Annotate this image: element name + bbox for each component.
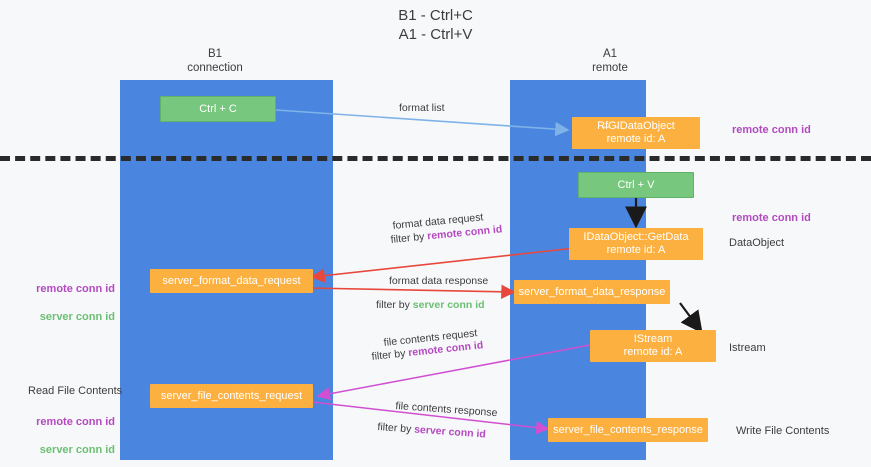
node-istream[interactable]: IStream remote id: A	[590, 330, 716, 362]
node-getdata-line1: IDataObject::GetData	[583, 231, 689, 243]
annotation-remote-conn-id-2: remote conn id	[36, 416, 115, 428]
node-ole-get-clipboard[interactable]: R̵f̵G̵IDataObject remote id: A	[572, 117, 700, 149]
annotation-remote-conn-id-mid: remote conn id	[732, 212, 811, 224]
filter-key-server-conn-id: server conn id	[413, 423, 487, 441]
annotation-conn-id-pair-bottom: remote conn id server conn id	[0, 401, 115, 467]
annotation-istream: Istream	[729, 342, 766, 354]
node-ctrl-v[interactable]: Ctrl + V	[578, 172, 694, 198]
edge-getdata-to-istream	[679, 302, 703, 334]
filter-prefix: filter by	[371, 347, 409, 363]
node-server-format-data-request-label: server_format_data_request	[162, 274, 301, 287]
edge-label-format-data-response-filter: filter by server conn id	[376, 298, 485, 312]
column-header-a1: A1 remote	[592, 48, 628, 74]
column-header-b1: B1 connection	[187, 48, 243, 74]
node-ole-get-clipboard-line1: R̵f̵G̵IDataObject	[597, 120, 675, 132]
node-istream-line2: remote id: A	[623, 346, 683, 358]
annotation-remote-conn-id: remote conn id	[36, 283, 115, 295]
node-server-file-contents-response[interactable]: server_file_contents_response	[548, 418, 708, 442]
edge-label-file-contents-response-filter: filter by server conn id	[377, 420, 486, 442]
filter-key-server-conn-id: server conn id	[412, 299, 485, 311]
node-ctrl-c[interactable]: Ctrl + C	[160, 96, 276, 122]
edge-label-file-contents-response: file contents response	[395, 399, 498, 420]
node-server-file-contents-response-label: server_file_contents_response	[553, 423, 703, 436]
node-server-file-contents-request-label: server_file_contents_request	[160, 389, 303, 402]
node-istream-line1: IStream	[633, 333, 673, 345]
annotation-conn-id-pair-top: remote conn id server conn id	[0, 268, 115, 338]
node-server-format-data-response[interactable]: server_format_data_response	[514, 280, 670, 304]
node-ctrl-c-label: Ctrl + C	[199, 102, 237, 115]
diagram-title: B1 - Ctrl+C A1 - Ctrl+V	[398, 7, 473, 43]
annotation-server-conn-id-2: server conn id	[39, 444, 115, 456]
node-server-format-data-response-label: server_format_data_response	[518, 285, 666, 298]
annotation-write-file-contents: Write File Contents	[736, 425, 830, 437]
node-server-file-contents-request[interactable]: server_file_contents_request	[150, 384, 313, 408]
node-idataobject-getdata[interactable]: IDataObject::GetData remote id: A	[569, 228, 703, 260]
annotation-server-conn-id: server conn id	[39, 311, 115, 323]
filter-prefix: filter by	[376, 299, 413, 311]
node-ole-get-clipboard-line2: remote id: A	[606, 133, 666, 145]
edge-label-format-list: format list	[399, 102, 445, 114]
annotation-remote-conn-id-top: remote conn id	[732, 124, 811, 136]
annotation-read-file-contents: Read File Contents	[28, 385, 123, 397]
annotation-dataobject: DataObject	[729, 237, 785, 249]
filter-prefix: filter by	[377, 420, 415, 436]
node-getdata-line2: remote id: A	[606, 244, 666, 256]
edge-label-format-data-response: format data response	[389, 275, 489, 287]
edge-format-data-response	[307, 284, 516, 299]
node-server-format-data-request[interactable]: server_format_data_request	[150, 269, 313, 293]
node-ctrl-v-label: Ctrl + V	[617, 178, 655, 191]
filter-prefix: filter by	[390, 230, 428, 246]
section-divider	[0, 156, 871, 161]
